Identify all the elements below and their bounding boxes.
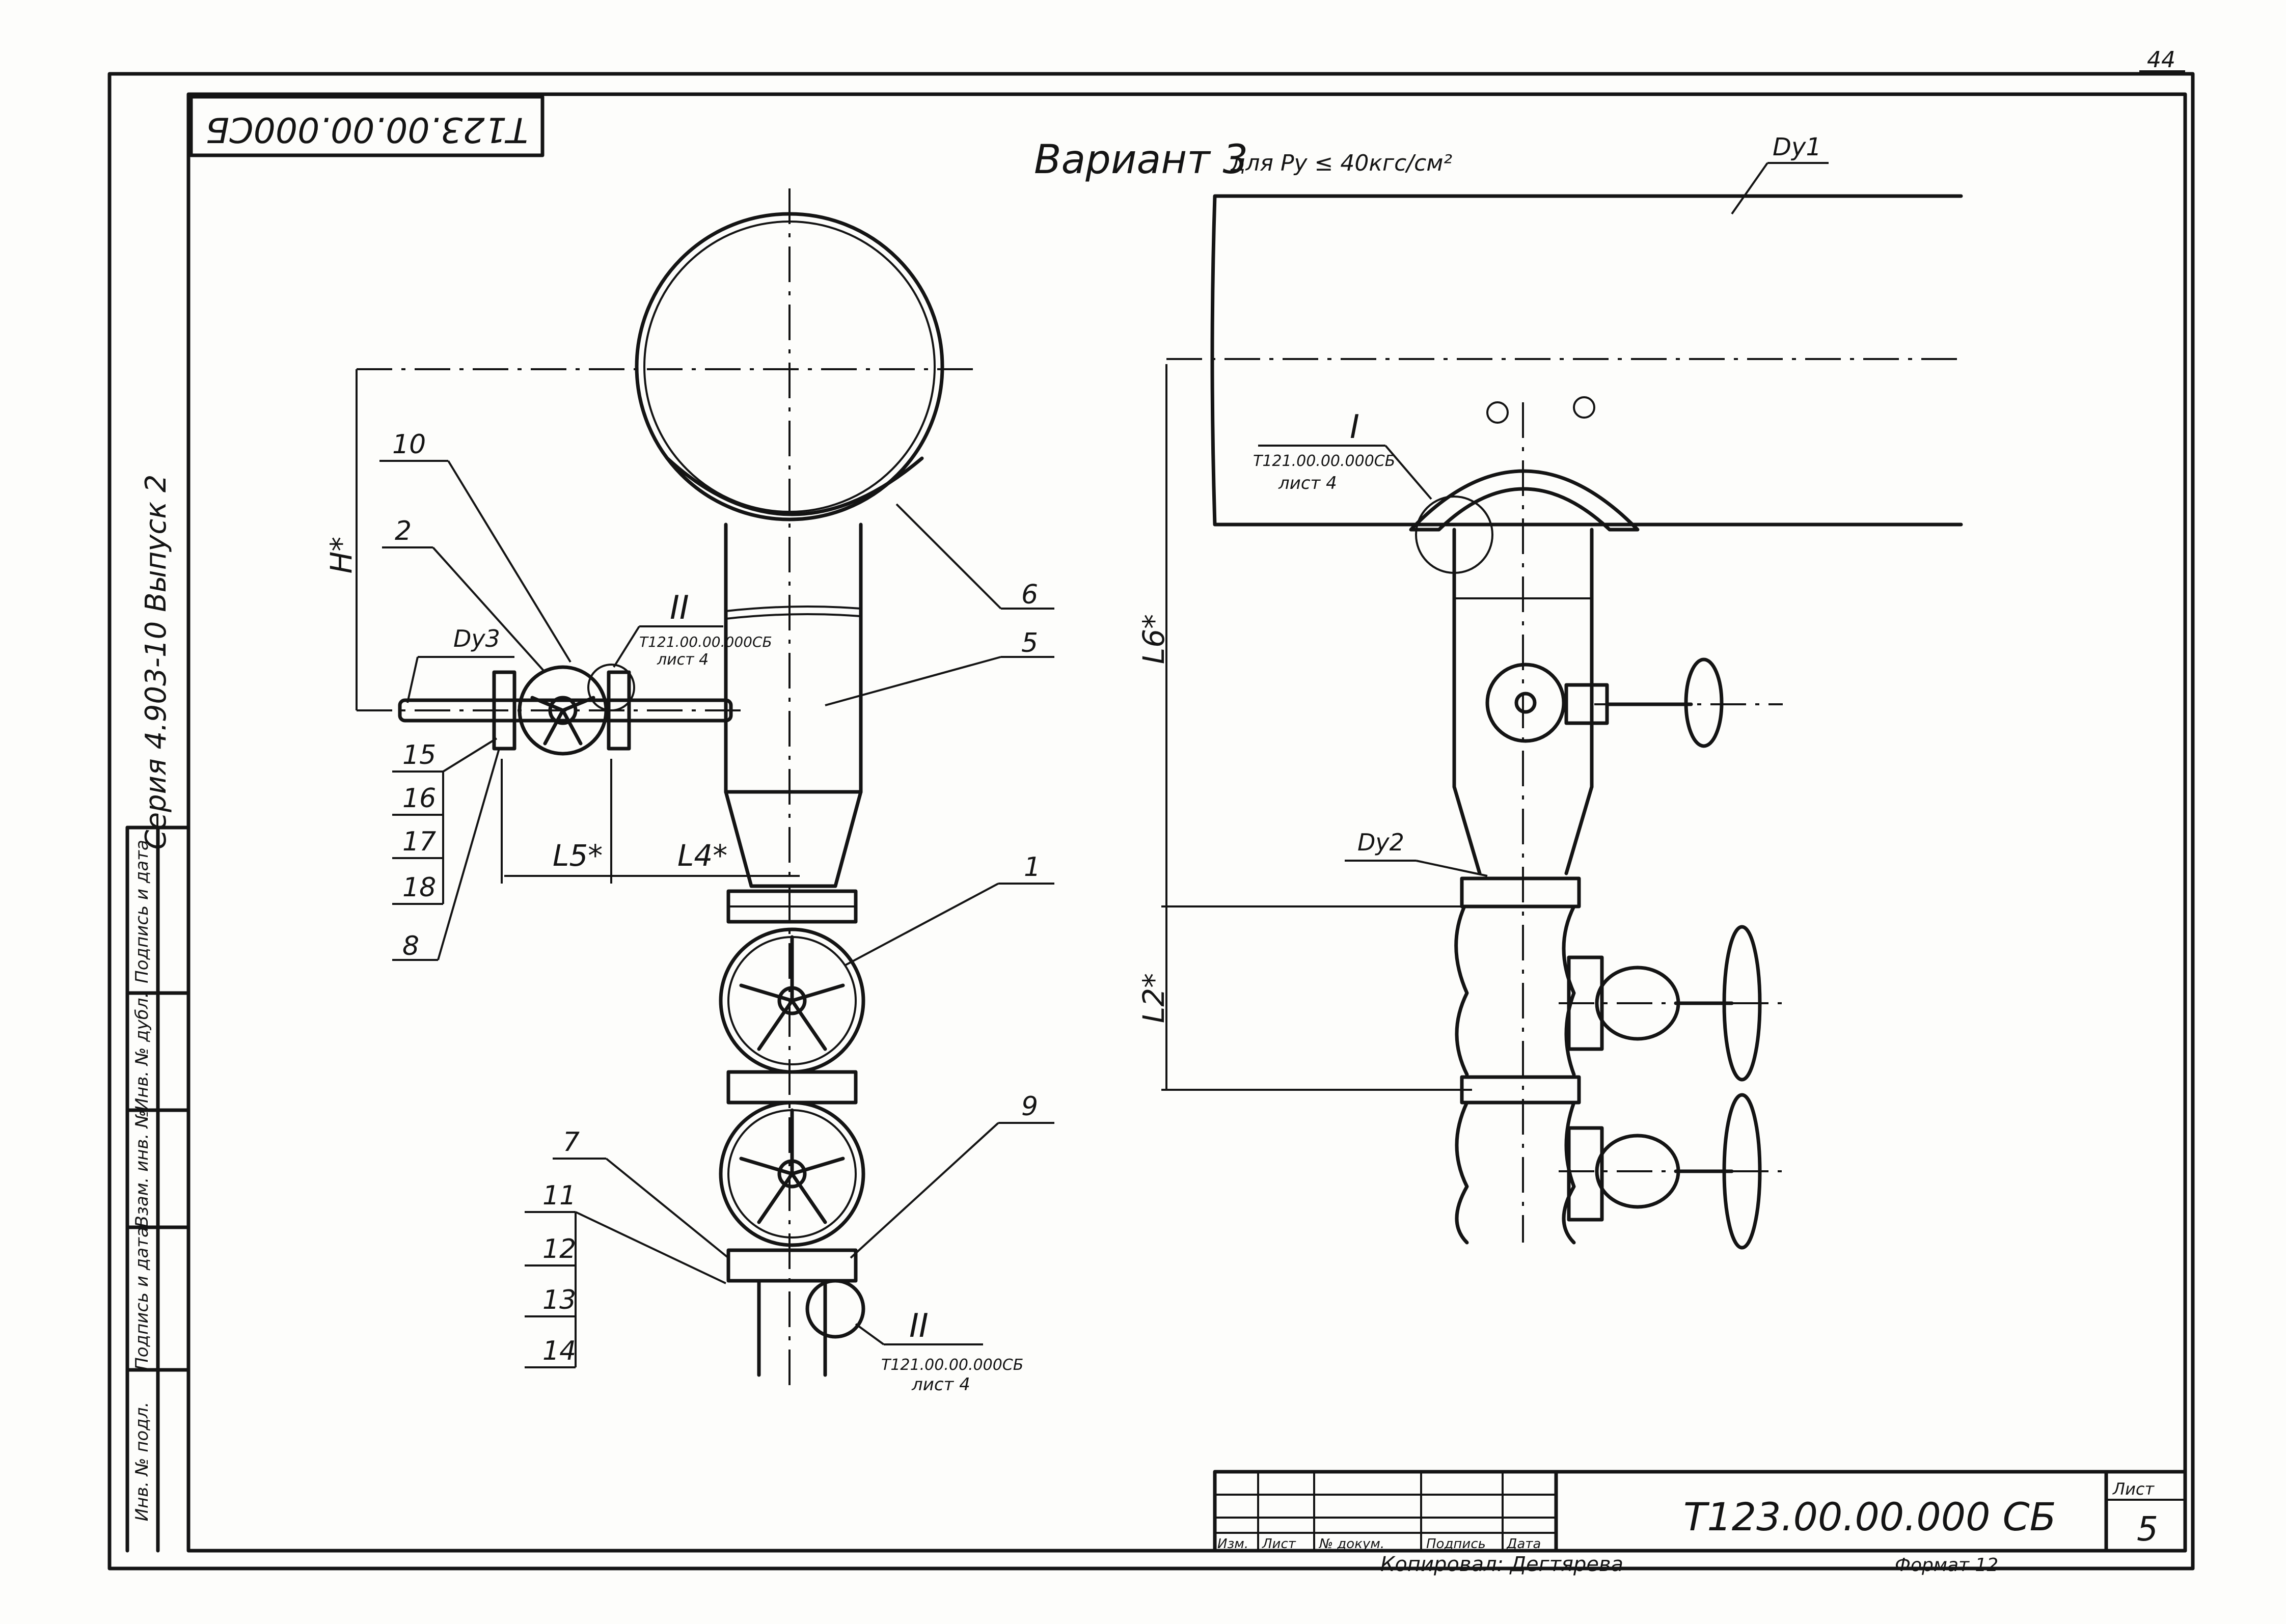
side-handwheel — [1684, 657, 1724, 748]
gate-valve-side-2-body — [1567, 1126, 1604, 1222]
callout-1: 1 — [1024, 852, 1041, 883]
stamp-code-text: Т123.00.00.000СБ — [205, 109, 528, 149]
reinforcement-saddle — [665, 456, 924, 516]
right-saddle — [1409, 469, 1640, 532]
callout-12: 12 — [542, 1234, 576, 1264]
stamp-code-rotated: Т123.00.00.000СБ — [205, 109, 528, 149]
right-view: Dу1 Dу2 — [1136, 133, 1963, 1250]
callout-17: 17 — [402, 827, 436, 857]
tb-col-2: Лист — [1262, 1536, 1296, 1552]
dim-l6-label: L6* — [1136, 614, 1171, 664]
callout-5: 5 — [1021, 628, 1038, 658]
gate-valve-2 — [719, 1100, 865, 1247]
callout-11: 11 — [542, 1180, 576, 1211]
copied-by: Копировал: Дегтярева — [1380, 1553, 1623, 1576]
detail-lower-sheet: лист 4 — [911, 1374, 970, 1395]
callout-9: 9 — [1021, 1091, 1038, 1122]
dim-du3-label: Dу3 — [453, 625, 500, 652]
right-flange-middle — [1460, 1075, 1581, 1105]
sheet-label: Лист — [2112, 1479, 2155, 1499]
side-field-2: Подпись и дата — [132, 1227, 152, 1370]
flange-pair-middle — [726, 1070, 858, 1105]
dim-h-label: H* — [324, 537, 359, 574]
detail-upper-mark: II — [670, 589, 689, 627]
callout-15: 15 — [402, 740, 436, 770]
callout-16: 16 — [402, 783, 436, 814]
detail-circle-lower — [805, 1279, 865, 1339]
variant-title: Вариант 3 — [1034, 137, 1248, 183]
side-strip: Серия 4.903-10 Выпуск 2 Инв. № подл. Под… — [125, 475, 190, 1553]
callout-7: 7 — [563, 1127, 580, 1158]
detail-upper-sheet: лист 4 — [657, 651, 709, 669]
weld-mark-2 — [1573, 396, 1595, 419]
side-field-1: Инв. № подл. — [132, 1402, 152, 1522]
detail-lower-mark: II — [909, 1307, 929, 1345]
right-flange-upper — [1460, 876, 1581, 909]
series-label: Серия 4.903-10 Выпуск 2 — [140, 475, 173, 850]
detail-i-circle — [1415, 496, 1493, 574]
tb-col-3: № докум. — [1318, 1536, 1384, 1552]
tb-col-4: Подпись — [1426, 1536, 1486, 1552]
detail-i-mark: I — [1350, 408, 1359, 446]
detail-i-sheet: лист 4 — [1278, 473, 1337, 493]
callout-18: 18 — [402, 872, 436, 903]
side-flange-face — [1485, 663, 1566, 743]
sheet-number: 5 — [2137, 1509, 2158, 1549]
inner-frame — [186, 92, 2187, 1553]
dim-du2-label: Dу2 — [1357, 829, 1404, 856]
reducer-right-edge — [833, 790, 863, 888]
dim-l5-label: L5* — [553, 838, 603, 873]
callout-6: 6 — [1021, 580, 1038, 610]
detail-upper-ref: Т121.00.00.000СБ — [639, 634, 772, 650]
variant-condition: для Pу ≤ 40кгс/см² — [1230, 150, 1452, 176]
left-view: H* L5* L4* Dу3 10 2 6 5 1 9 7 11 12 13 1… — [324, 188, 1054, 1395]
corner-sheet-number: 44 — [2147, 47, 2175, 73]
weld-mark-1 — [1486, 401, 1509, 424]
detail-i-ref: Т121.00.00.000СБ — [1253, 452, 1395, 470]
callout-13: 13 — [542, 1285, 576, 1315]
side-field-3: Взам. инв. № — [132, 1110, 152, 1228]
callout-10: 10 — [392, 429, 426, 460]
side-field-5: Подпись и дата — [132, 840, 152, 983]
dim-l2-label: L2* — [1136, 973, 1171, 1023]
flange-pair-lower — [726, 1248, 858, 1283]
dim-l4-label: L4* — [677, 838, 727, 873]
callout-2: 2 — [395, 516, 412, 546]
tb-col-1: Изм. — [1217, 1536, 1248, 1552]
callout-8: 8 — [402, 931, 419, 961]
stamp-box — [189, 95, 545, 157]
document-code: Т123.00.00.000 СБ — [1683, 1494, 2056, 1539]
header-pipe-side — [1210, 194, 1963, 527]
dim-du1-label: Dу1 — [1773, 133, 1821, 161]
tb-col-5: Дата — [1506, 1536, 1541, 1552]
callout-14: 14 — [542, 1336, 576, 1366]
format-label: Формат 12 — [1895, 1555, 1998, 1576]
reducer-left-edge — [724, 790, 753, 888]
detail-lower-ref: Т121.00.00.000СБ — [881, 1356, 1023, 1374]
title-block: Изм. Лист № докум. Подпись Дата Т123.00.… — [1213, 1470, 2187, 1576]
side-field-4: Инв. № дубл. — [132, 993, 152, 1111]
outer-frame — [107, 72, 2195, 1571]
